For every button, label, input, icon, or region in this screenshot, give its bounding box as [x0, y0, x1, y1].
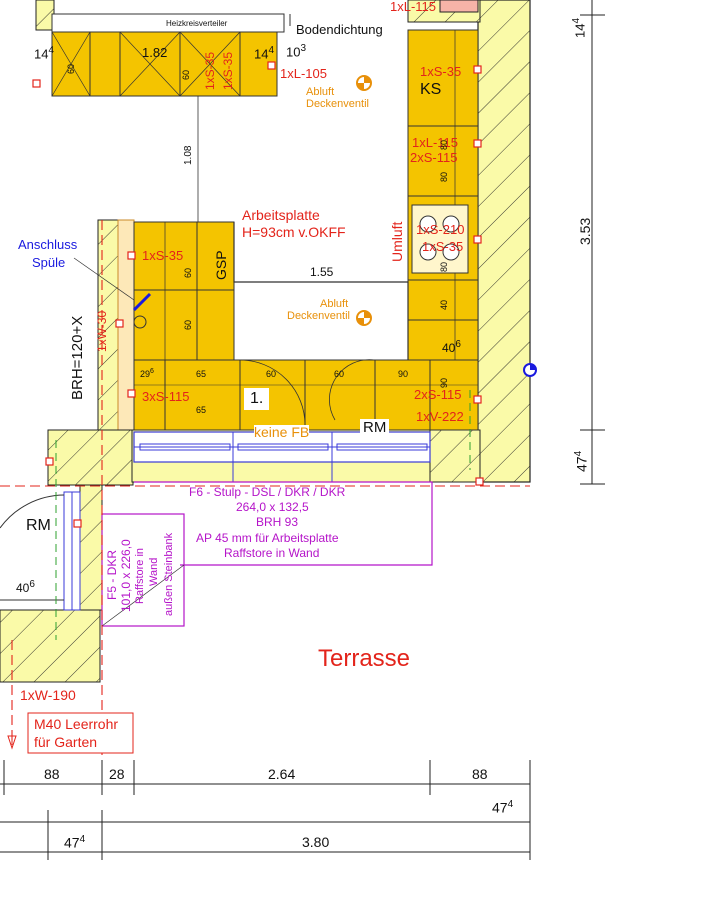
dim-264: 2.64 — [268, 766, 296, 782]
umluft-label: Umluft — [389, 221, 405, 262]
cabinet-width-40: 40 — [439, 299, 449, 310]
dim-14-left: 144 — [34, 45, 55, 62]
label-1xs35-oven: 1xS-35 — [422, 239, 464, 254]
label-1xl105: 1xL-105 — [280, 66, 327, 81]
label-2xs115-right: 2xS-115 — [410, 150, 458, 165]
leerrohr-line1: M40 Leerrohr — [34, 716, 119, 732]
abluft-mid-line1: Abluft — [320, 298, 349, 310]
dim-40-lower: 406 — [16, 579, 35, 595]
abluft-top-line1: Abluft — [306, 86, 335, 98]
dim-88-left: 88 — [44, 766, 60, 782]
bottom-left-wall — [0, 609, 101, 683]
label-1xw30: 1xW-30 — [95, 310, 109, 352]
dim-29: 296 — [140, 368, 154, 379]
label-1xs35-top-b: 1xS-35 — [221, 51, 235, 90]
rm-label-kitchen: RM — [360, 419, 390, 436]
label-1xs35-top-a: 1xS-35 — [203, 51, 217, 90]
label-1xw190: 1xW-190 — [20, 687, 76, 703]
dim-14-right: 144 — [254, 45, 275, 62]
f6-line4: AP 45 mm für Arbeitsplatte — [196, 531, 339, 545]
dim-474-right: 474 — [573, 450, 590, 472]
cabinet-width-80-c: 80 — [439, 261, 449, 272]
ks-label: KS — [420, 81, 442, 98]
label-1xs35-left: 1xS-35 — [142, 248, 184, 263]
bottom-cabinet-row — [133, 359, 479, 431]
dim-474-bottom-left: 474 — [64, 834, 86, 851]
label-1xs35-right: 1xS-35 — [420, 64, 462, 79]
f5-line1: F5 - DKR — [105, 549, 119, 600]
cabinet-width-80-b: 80 — [439, 171, 449, 182]
top-wall-left — [35, 0, 55, 31]
dim-474-bottom-right: 474 — [492, 799, 514, 816]
label-3xs115: 3xS-115 — [142, 389, 190, 404]
gsp-label: GSP — [213, 250, 229, 280]
cabinet-width-60-left-b: 60 — [183, 319, 193, 330]
cabinet-width-60-bottom-a: 60 — [266, 369, 277, 379]
bodendichtung-label: Bodendichtung — [296, 22, 383, 37]
brh-label: BRH=120+X — [69, 315, 86, 400]
cabinet-width-80-a: 80 — [439, 139, 449, 150]
label-1xl115: 1xL-115 — [412, 135, 459, 150]
step-label: 1. — [244, 388, 270, 410]
dim-88-right: 88 — [472, 766, 488, 782]
label-top-right: 1xL-115 — [390, 0, 437, 14]
dim-380: 3.80 — [302, 834, 330, 850]
f5-line4: Wand — [148, 557, 160, 586]
cabinet-width-60-bottom-b: 60 — [334, 369, 345, 379]
right-cabinet-column — [407, 29, 479, 361]
cabinet-width-60-top-a: 60 — [66, 63, 76, 74]
dim-182: 1.82 — [142, 45, 168, 60]
heizkreisverteiler-label: Heizkreisverteiler — [166, 19, 228, 28]
anschluss-line2: Spüle — [32, 255, 66, 270]
dim-108: 1.08 — [183, 145, 194, 165]
f6-line5: Raffstore in Wand — [224, 546, 320, 560]
cabinet-width-65-a: 65 — [196, 369, 207, 379]
f6-line3: BRH 93 — [256, 515, 299, 529]
cabinet-width-60-left-a: 60 — [183, 267, 193, 278]
right-wall — [477, 0, 531, 483]
terrasse-label: Terrasse — [318, 645, 411, 672]
anschluss-line1: Anschluss — [18, 237, 78, 252]
leerrohr-line2: für Garten — [34, 734, 98, 750]
dim-40-right: 406 — [442, 339, 461, 355]
label-2xs115-bottom: 2xS-115 — [414, 387, 462, 402]
f6-line1: F6 - Stulp - DSL / DKR / DKR — [189, 485, 346, 499]
f5-line3: Raffstore in — [134, 547, 146, 604]
f5-line5: außen Steinbank — [163, 532, 175, 616]
dim-14-far: 144 — [571, 17, 588, 38]
keine-fb-label: keine FB — [254, 424, 310, 440]
arbeitsplatte-line1: Arbeitsplatte — [242, 207, 320, 223]
lower-left-wall — [47, 429, 134, 486]
rm-label-lower: RM — [26, 517, 51, 534]
dim-353: 3.53 — [577, 217, 593, 245]
dim-155: 1.55 — [310, 265, 334, 279]
abluft-mid-line2: Deckenventil — [287, 310, 350, 322]
abluft-top-line2: Deckenventil — [306, 98, 369, 110]
dim-28: 28 — [109, 766, 125, 782]
f5-line2: 101,0 x 226,0 — [119, 539, 133, 612]
cabinet-width-90-bottom: 90 — [398, 369, 409, 379]
label-1xv222: 1xV-222 — [416, 409, 464, 424]
label-1xs210: 1xS-210 — [416, 222, 465, 237]
cabinet-width-65-b: 65 — [196, 405, 207, 415]
f6-line2: 264,0 x 132,5 — [236, 500, 309, 514]
cabinet-width-60-top-b: 60 — [181, 69, 191, 80]
left-cabinet-column — [133, 221, 235, 363]
arbeitsplatte-line2: H=93cm v.OKFF — [242, 224, 346, 240]
top-cabinet-row — [51, 31, 278, 97]
dim-10: 103 — [286, 43, 307, 60]
